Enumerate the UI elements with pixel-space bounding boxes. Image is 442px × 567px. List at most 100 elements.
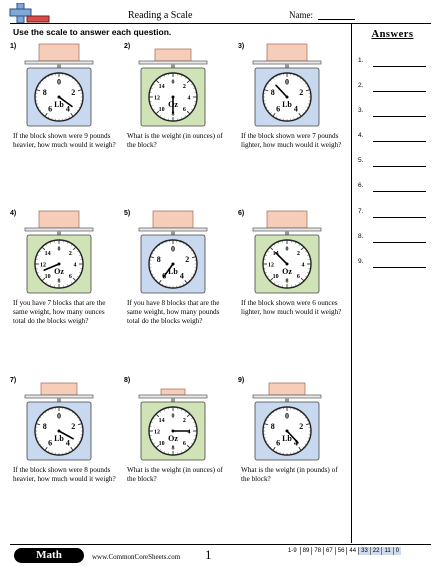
- dial-label: 8: [271, 88, 275, 97]
- answers-divider: [351, 23, 352, 543]
- dial-tick: [307, 254, 309, 256]
- dial-pivot: [171, 262, 175, 266]
- dial-label: 2: [71, 422, 75, 431]
- answer-line[interactable]: [373, 141, 426, 142]
- dial-label: 0: [57, 412, 61, 421]
- dial-tick: [78, 420, 81, 422]
- dial-needle: [58, 96, 73, 108]
- dial-tick: [42, 112, 44, 114]
- dial-tick: [296, 409, 298, 412]
- dial-tick: [153, 250, 156, 252]
- answer-row[interactable]: 7.: [358, 208, 430, 220]
- dial-tick: [71, 411, 73, 414]
- answer-row[interactable]: 8.: [358, 233, 430, 245]
- answer-row[interactable]: 3.: [358, 107, 430, 119]
- dial-label: 0: [171, 245, 175, 254]
- dial-label: 12: [40, 263, 46, 269]
- dial-tick: [68, 75, 70, 78]
- site-url[interactable]: www.CommonCoreSheets.com: [92, 553, 181, 561]
- dial-tick: [306, 420, 309, 422]
- dial-label: 8: [58, 279, 61, 285]
- dial-tick: [193, 105, 195, 107]
- dial-tick: [188, 279, 190, 281]
- dial-tick: [77, 250, 79, 252]
- header-rule: [10, 23, 431, 24]
- dial-tick: [267, 443, 270, 445]
- answer-line[interactable]: [373, 66, 426, 67]
- dial-needle: [58, 430, 74, 440]
- dial-tick: [305, 250, 307, 252]
- dial-tick: [272, 112, 276, 117]
- dial-label: 6: [297, 274, 300, 280]
- answer-row[interactable]: 9.: [358, 258, 430, 270]
- dial-tick: [267, 417, 270, 419]
- scale-stem: [171, 64, 175, 68]
- dial-tick: [295, 284, 297, 286]
- answer-row[interactable]: 1.: [358, 57, 430, 69]
- answer-row[interactable]: 5.: [358, 157, 430, 169]
- answer-number: 6.: [358, 182, 364, 189]
- dial-tick: [302, 80, 304, 82]
- answer-number: 9.: [358, 258, 364, 265]
- dial-tick: [45, 282, 47, 284]
- answer-line[interactable]: [373, 242, 426, 243]
- dial-tick: [156, 444, 160, 448]
- dial-tick: [299, 282, 301, 284]
- dial-tick: [159, 244, 161, 247]
- dial-label: 8: [172, 446, 175, 452]
- dial-tick: [190, 276, 193, 278]
- dial-tick: [186, 414, 190, 418]
- answer-line[interactable]: [373, 191, 426, 192]
- problem-text: If the block shown were 7 pounds lighter…: [241, 132, 342, 149]
- scale-stem: [57, 398, 61, 402]
- dial-tick: [162, 242, 164, 245]
- dial-label: 12: [268, 263, 274, 269]
- dial-needle: [43, 263, 60, 271]
- dial-unit: Lb: [168, 267, 178, 276]
- dial-tick: [304, 109, 307, 111]
- dial-tick: [163, 409, 165, 411]
- dial-tick: [193, 439, 195, 441]
- dial-tick: [67, 284, 69, 286]
- dial-label: 2: [183, 84, 186, 90]
- score-cell: 11: [381, 547, 393, 555]
- answer-line[interactable]: [373, 116, 426, 117]
- scale-platter: [24, 227, 94, 232]
- dial-tick: [273, 244, 275, 246]
- dial-tick: [45, 411, 47, 414]
- dial-tick: [264, 423, 269, 426]
- answer-line[interactable]: [373, 91, 426, 92]
- dial-tick: [42, 247, 46, 251]
- scale-stem: [171, 231, 175, 235]
- dial-tick: [153, 109, 155, 111]
- dial-tick: [48, 116, 50, 119]
- dial-needle: [275, 84, 288, 98]
- dial-tick: [49, 242, 51, 244]
- answer-line[interactable]: [373, 267, 426, 268]
- dial-tick: [39, 276, 41, 278]
- answer-line[interactable]: [373, 166, 426, 167]
- dial-tick: [76, 417, 79, 419]
- answer-row[interactable]: 2.: [358, 82, 430, 94]
- dial-tick: [265, 440, 268, 442]
- dial-tick: [307, 272, 309, 274]
- answer-row[interactable]: 4.: [358, 132, 430, 144]
- answer-row[interactable]: 6.: [358, 182, 430, 194]
- problem-number: 2): [124, 43, 131, 50]
- answer-line[interactable]: [373, 217, 426, 218]
- name-line[interactable]: [318, 19, 355, 20]
- dial-tick: [270, 80, 272, 82]
- weighed-block: [160, 388, 186, 396]
- dial-label: 2: [297, 251, 300, 257]
- dial-label: 2: [183, 418, 186, 424]
- dial-label: 4: [302, 263, 305, 269]
- score-cell: 33: [358, 547, 370, 555]
- dial-tick: [181, 117, 183, 119]
- dial-tick: [163, 75, 165, 77]
- dial-tick: [193, 87, 195, 89]
- dial-tick: [273, 77, 275, 80]
